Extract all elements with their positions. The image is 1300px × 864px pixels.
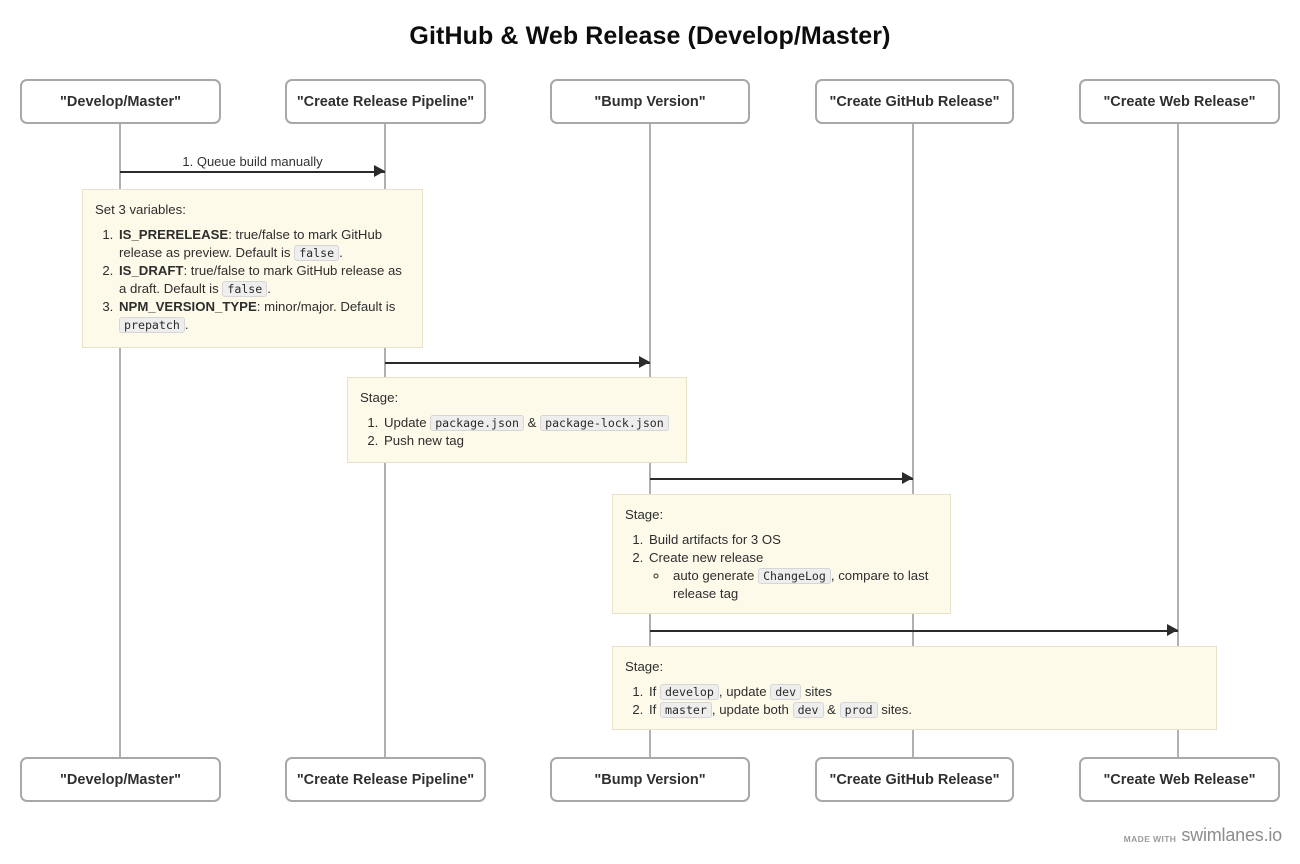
note-list-item: If develop, update dev sites — [647, 683, 1202, 701]
note-list: Build artifacts for 3 OS Create new relea… — [625, 531, 936, 603]
message-line — [120, 171, 385, 173]
note-text: & — [523, 415, 541, 430]
note-text: , update both — [711, 702, 793, 717]
note-text: If — [649, 684, 660, 699]
participant-label: "Bump Version" — [594, 93, 706, 110]
participant-label: "Bump Version" — [594, 771, 706, 788]
participant-label: "Create Web Release" — [1103, 771, 1256, 788]
note-text: If — [649, 702, 660, 717]
participant-label: "Develop/Master" — [60, 771, 181, 788]
note-text: Push new tag — [384, 433, 464, 448]
note-list-item: Build artifacts for 3 OS — [647, 531, 936, 549]
message-arrow-1[interactable]: 1. Queue build manually — [120, 154, 385, 182]
code-chip: false — [222, 281, 268, 297]
arrowhead-icon — [374, 165, 385, 177]
note-box-3[interactable]: Stage: Build artifacts for 3 OS Create new… — [612, 494, 951, 614]
note-heading: Stage: — [360, 390, 399, 405]
lifeline-create-web-release — [1177, 124, 1179, 758]
participant-label: "Develop/Master" — [60, 93, 181, 110]
note-text: sites. — [877, 702, 913, 717]
branding[interactable]: Made with swimlanes.io — [1123, 825, 1283, 846]
participant-label: "Create Release Pipeline" — [296, 93, 475, 110]
participant-label: "Create GitHub Release" — [829, 93, 1000, 110]
arrowhead-icon — [1167, 624, 1178, 636]
note-text: . — [184, 317, 189, 332]
note-list: If develop, update dev sitesIf master, u… — [625, 683, 1202, 719]
note-text: . — [267, 281, 271, 296]
code-chip: master — [660, 702, 712, 718]
note-text: auto generate — [673, 568, 759, 583]
code-chip: package.json — [430, 415, 524, 431]
message-arrow-4[interactable] — [650, 621, 1178, 641]
lifeline-create-github-release — [912, 124, 914, 758]
note-heading: Set 3 variables: — [95, 202, 186, 217]
note-list: IS_PRERELEASE: true/false to mark GitHub… — [95, 226, 408, 334]
message-arrow-2[interactable] — [385, 353, 650, 373]
variable-name: IS_DRAFT — [119, 263, 184, 278]
code-chip: dev — [770, 684, 802, 700]
arrowhead-icon — [902, 472, 913, 484]
participant-label: "Create Web Release" — [1103, 93, 1256, 110]
participant-create-web-release-top[interactable]: "Create Web Release" — [1079, 79, 1280, 124]
note-heading: Stage: — [625, 659, 664, 674]
note-list-item: Push new tag — [382, 432, 672, 450]
note-text: & — [823, 702, 840, 717]
participant-develop-master-bottom[interactable]: "Develop/Master" — [20, 757, 221, 802]
note-text: : minor/major. Default is — [256, 299, 396, 314]
arrowhead-icon — [639, 356, 650, 368]
participant-create-web-release-bottom[interactable]: "Create Web Release" — [1079, 757, 1280, 802]
message-line — [385, 362, 650, 364]
message-label: 1. Queue build manually — [182, 154, 323, 169]
variable-name: NPM_VERSION_TYPE — [119, 299, 257, 314]
note-text: Create new release — [649, 550, 764, 565]
note-list-item: If master, update both dev & prod sites. — [647, 701, 1202, 719]
variable-name: IS_PRERELEASE — [119, 227, 229, 242]
participant-create-github-release-top[interactable]: "Create GitHub Release" — [815, 79, 1014, 124]
note-sublist-item: auto generate ChangeLog, compare to last… — [669, 567, 936, 603]
participant-create-release-pipeline-bottom[interactable]: "Create Release Pipeline" — [285, 757, 486, 802]
note-list-item: Create new release auto generate ChangeLo… — [647, 549, 936, 603]
note-sublist: auto generate ChangeLog, compare to last… — [649, 567, 936, 603]
note-text: sites — [801, 684, 832, 699]
note-box-4[interactable]: Stage:If develop, update dev sitesIf mas… — [612, 646, 1217, 730]
code-chip: develop — [660, 684, 719, 700]
note-text: : true/false to mark GitHub release as a… — [119, 263, 402, 296]
page-title: GitHub & Web Release (Develop/Master) — [409, 22, 891, 50]
swimlanes-brand-name: swimlanes.io — [1181, 825, 1282, 845]
code-chip: prepatch — [119, 317, 185, 333]
note-box-2[interactable]: Stage: Update package.json & package-lock… — [347, 377, 687, 463]
participant-develop-master-top[interactable]: "Develop/Master" — [20, 79, 221, 124]
message-line — [650, 630, 1178, 632]
message-arrow-3[interactable] — [650, 469, 913, 489]
participant-label: "Create Release Pipeline" — [296, 771, 475, 788]
note-text: , compare to last release tag — [673, 568, 929, 601]
note-text: . — [339, 245, 343, 260]
code-chip: false — [294, 245, 340, 261]
note-list-item: IS_DRAFT: true/false to mark GitHub rele… — [117, 262, 408, 298]
participant-label: "Create GitHub Release" — [829, 771, 1000, 788]
note-text: Update — [384, 415, 431, 430]
participant-bump-version-bottom[interactable]: "Bump Version" — [550, 757, 750, 802]
participant-bump-version-top[interactable]: "Bump Version" — [550, 79, 750, 124]
message-line — [650, 478, 913, 480]
note-list-item: Update package.json & package-lock.json — [382, 414, 672, 432]
code-chip: package-lock.json — [540, 415, 669, 431]
note-heading: Stage: — [625, 507, 664, 522]
participant-create-github-release-bottom[interactable]: "Create GitHub Release" — [815, 757, 1014, 802]
code-chip: dev — [792, 702, 824, 718]
note-text: : true/false to mark GitHub release as p… — [119, 227, 383, 260]
note-list-item: NPM_VERSION_TYPE: minor/major. Default i… — [117, 298, 408, 334]
note-box-1[interactable]: Set 3 variables:IS_PRERELEASE: true/fals… — [82, 189, 423, 348]
lifeline-develop-master — [119, 124, 121, 758]
note-list-item: IS_PRERELEASE: true/false to mark GitHub… — [117, 226, 408, 262]
code-chip: prod — [839, 702, 878, 718]
note-text: Build artifacts for 3 OS — [649, 532, 781, 547]
note-list: Update package.json & package-lock.jsonP… — [360, 414, 672, 450]
made-with-label: Made with — [1123, 834, 1177, 844]
participant-create-release-pipeline-top[interactable]: "Create Release Pipeline" — [285, 79, 486, 124]
code-chip: ChangeLog — [758, 568, 831, 584]
note-text: , update — [718, 684, 771, 699]
